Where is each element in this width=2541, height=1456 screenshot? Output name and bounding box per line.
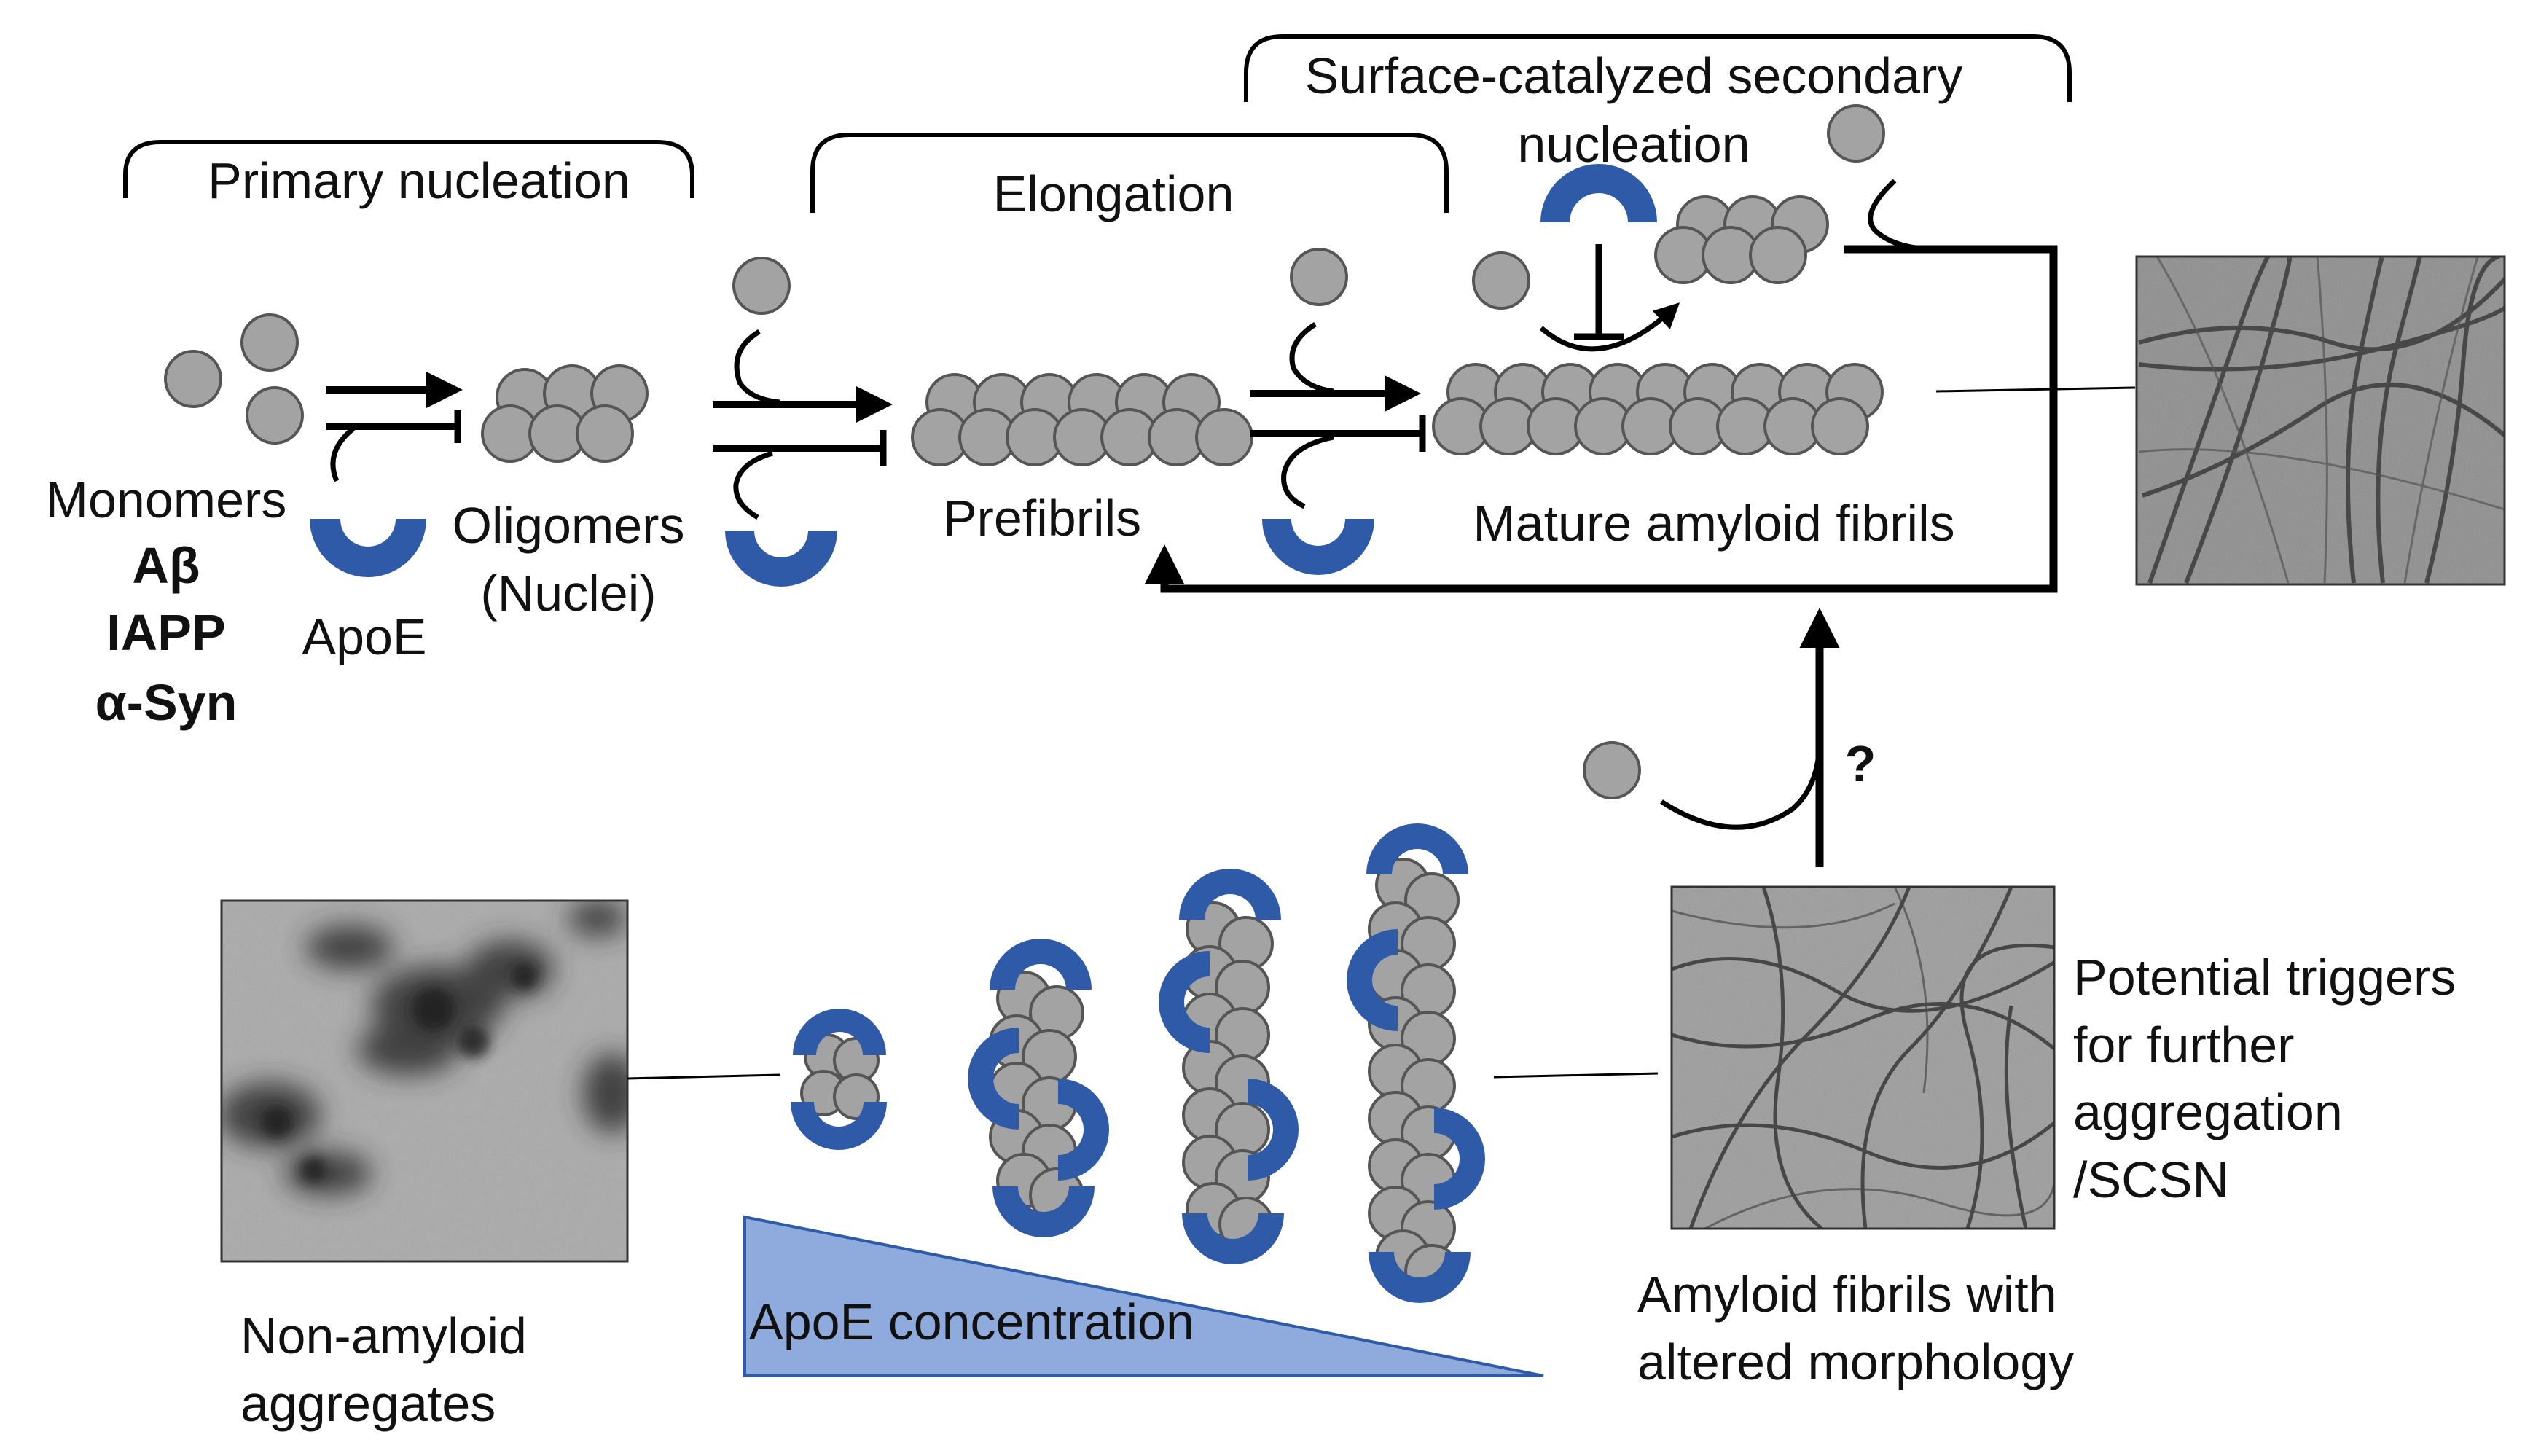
connector-line (1935, 386, 2136, 393)
question-arrow (1660, 608, 1840, 867)
primary-nucleation-label: Primary nucleation (208, 152, 630, 209)
monomer (1827, 104, 1885, 163)
micrograph-frame (220, 899, 629, 1263)
micrograph-frame (2135, 255, 2506, 586)
secondary-nucleation-label-2: nucleation (1517, 116, 1750, 173)
oligomers-label-2: (Nuclei) (480, 565, 656, 622)
bracket-elongation (810, 133, 1449, 213)
altered-fibrils-label-1: Amyloid fibrils with (1637, 1266, 2057, 1323)
apoe-icon (310, 519, 426, 577)
monomers-label: Monomers (46, 471, 287, 528)
apoe-icon (1262, 519, 1374, 575)
tem-micrograph-altered (1672, 887, 2054, 1229)
prefibril (911, 373, 1253, 466)
apoe-label: ApoE (302, 608, 426, 665)
apoe-concentration-wedge (743, 1215, 1544, 1377)
triggers-label-1: Potential triggers (2073, 949, 2456, 1006)
monomer (1290, 248, 1348, 306)
triggers-label-4: /SCSN (2073, 1151, 2229, 1208)
apoe-coated-fibril-2 (968, 939, 1109, 1237)
iapp-label: IAPP (106, 604, 225, 661)
mature-fibril (1432, 363, 1884, 455)
inhibition-symbol (1574, 244, 1624, 340)
micrograph-frame (1670, 885, 2056, 1230)
equilibrium-arrow-2 (713, 329, 893, 520)
connector-line (1493, 1072, 1659, 1079)
triggers-label-3: aggregation (2073, 1084, 2343, 1140)
monomer (732, 257, 791, 315)
tem-micrograph-fibrils (2137, 257, 2505, 584)
connector-line (627, 1073, 780, 1080)
asyn-label: α-Syn (95, 674, 238, 731)
question-mark-label: ? (1845, 735, 1876, 792)
altered-fibrils-label-2: altered morphology (1637, 1334, 2074, 1390)
triggers-label-2: for further (2073, 1017, 2294, 1073)
oligomers-label-1: Oligomers (453, 497, 685, 554)
secondary-oligomer (1654, 195, 1829, 284)
apoe-concentration-label: ApoE concentration (749, 1293, 1194, 1350)
monomer (1472, 251, 1530, 310)
secondary-nucleation-arrow (1539, 302, 1680, 352)
bracket-primary-nucleation (123, 140, 694, 198)
elongation-label: Elongation (993, 165, 1234, 222)
mature-fibrils-label: Mature amyloid fibrils (1473, 495, 1954, 552)
nonamyloid-label-1: Non-amyloid (240, 1307, 527, 1364)
apoe-coated-cluster-1 (791, 1009, 887, 1150)
abeta-label: Aβ (132, 537, 200, 594)
nonamyloid-label-2: aggregates (240, 1375, 496, 1432)
secondary-nucleation-label-1: Surface-catalyzed secondary (1305, 47, 1963, 104)
apoe-coated-fibril-3 (1159, 869, 1299, 1264)
oligomer-cluster (481, 364, 649, 463)
prefibrils-label: Prefibrils (943, 490, 1141, 547)
apoe-icon (725, 531, 837, 587)
feedback-loop-arrow (1144, 179, 2058, 593)
monomer (1583, 741, 1641, 799)
equilibrium-arrow-1 (326, 372, 463, 482)
equilibrium-arrow-3 (1250, 322, 1426, 509)
bracket-secondary-nucleation (1244, 34, 2072, 102)
tem-micrograph-nonamyloid (222, 901, 627, 1261)
apoe-icon (1540, 164, 1657, 222)
apoe-coated-fibril-4 (1347, 823, 1485, 1303)
monomers-group (164, 313, 304, 445)
